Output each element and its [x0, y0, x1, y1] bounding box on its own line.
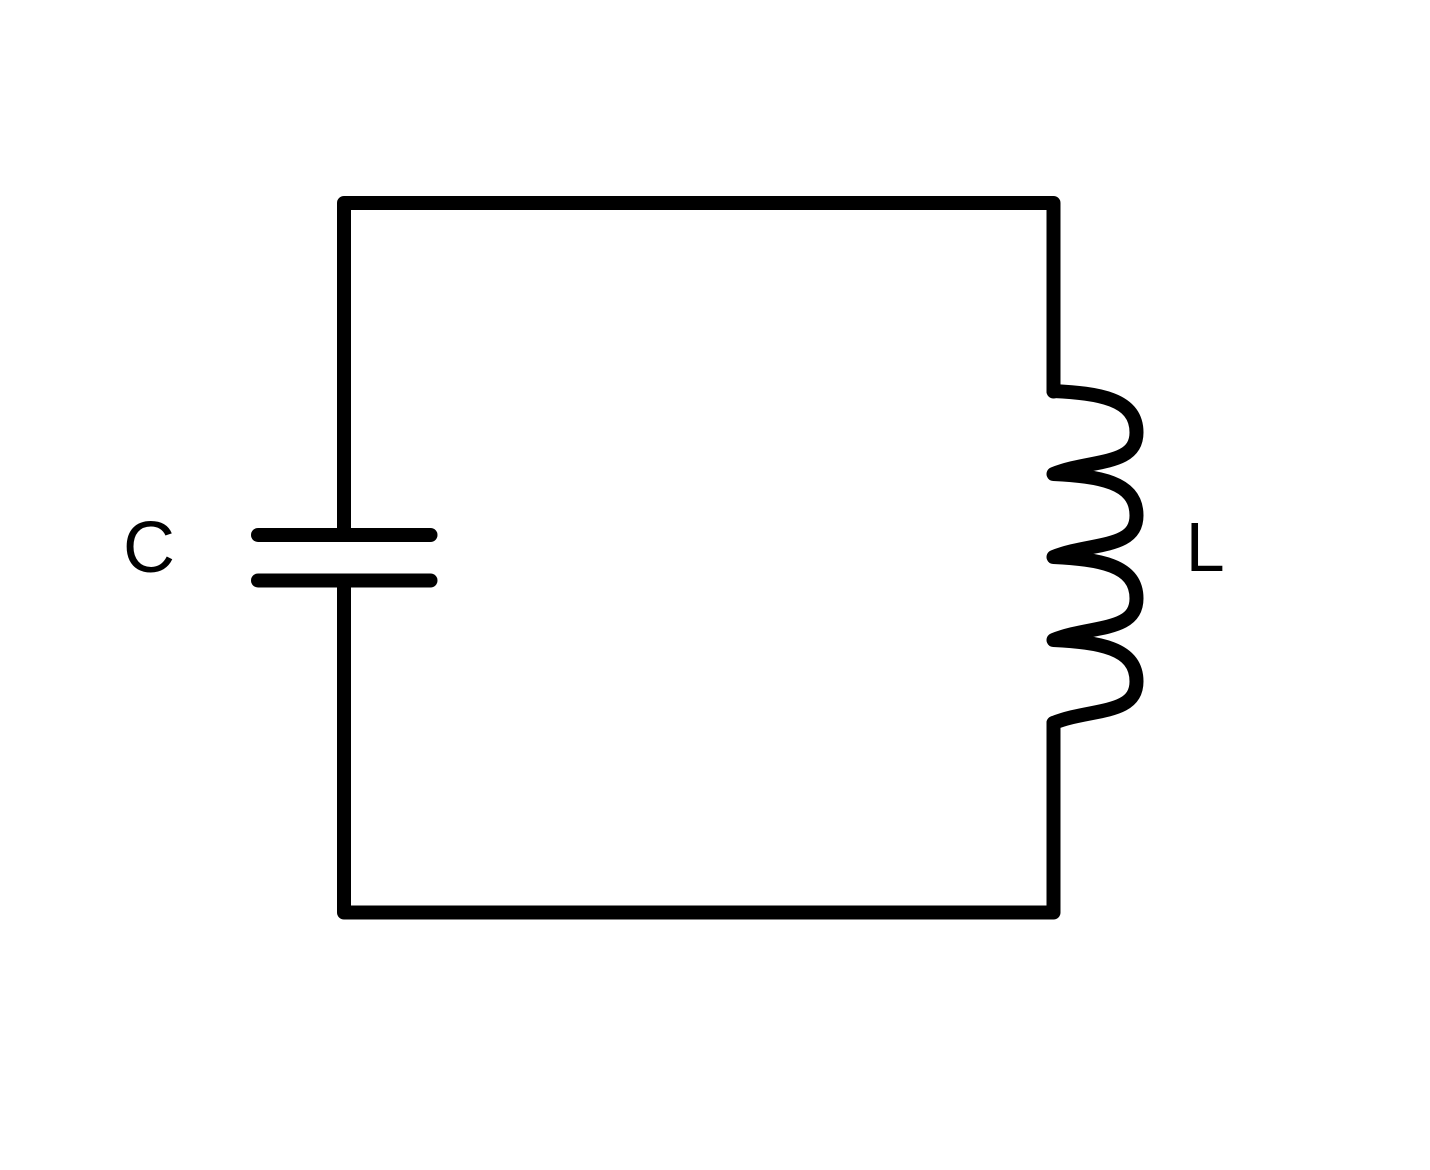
svg-text:C: C — [123, 508, 175, 588]
svg-text:L: L — [1186, 508, 1225, 586]
